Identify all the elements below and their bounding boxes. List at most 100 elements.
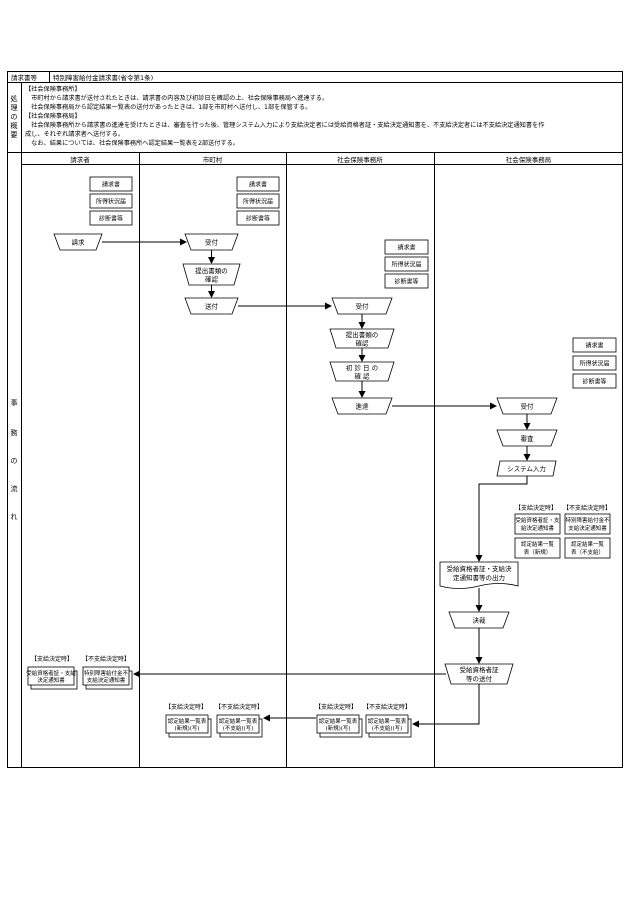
lane-divider bbox=[139, 152, 140, 768]
doc-stack-bureau: 請求書 所得状況届 診断書等 bbox=[572, 337, 617, 389]
form-frame bbox=[7, 71, 623, 768]
doc-label: (新規)(写) bbox=[174, 724, 199, 732]
doc-label: 認定結果一覧表 bbox=[368, 717, 407, 725]
doc-label: 認定結果一覧表 bbox=[219, 717, 258, 725]
label-grant-claimant: 【支給決定時】 bbox=[31, 655, 73, 663]
doc-label: 請求書 bbox=[102, 181, 120, 189]
step-label: 等の送付 bbox=[466, 674, 493, 683]
header-col-divider bbox=[49, 71, 50, 82]
header-label: 請求書等 bbox=[11, 74, 37, 82]
doc-claimant-certificate: 受給資格者証・支給 決定通知書 bbox=[26, 666, 78, 690]
doc-label: 特別障害給付金不 bbox=[565, 516, 610, 524]
step-municipality-check: 提出書類の 確認 bbox=[182, 263, 241, 286]
doc-label: 認定結果一覧表 bbox=[319, 717, 358, 725]
step-label: 請求 bbox=[72, 238, 86, 247]
document-request-form: 請求書 bbox=[572, 337, 617, 353]
step-label: 提出書類の bbox=[346, 330, 379, 339]
step-bureau-system-input: システム入力 bbox=[496, 460, 557, 477]
doc-nongrant-notice: 特別障害給付金不 支給決定通知書 bbox=[564, 513, 611, 535]
header-divider bbox=[7, 82, 623, 83]
document-medical-certificate: 診断書等 bbox=[236, 210, 280, 226]
document-medical-certificate: 診断書等 bbox=[89, 210, 133, 226]
doc-municipality-list-new: 認定結果一覧表 (新規)(写) bbox=[165, 714, 212, 738]
step-label: 提出書類の bbox=[195, 266, 228, 275]
lane-divider bbox=[286, 152, 287, 768]
doc-label: 請求書 bbox=[397, 244, 415, 252]
step-office-forward: 進達 bbox=[331, 397, 393, 415]
document-income-report: 所得状況届 bbox=[236, 193, 280, 209]
step-label: 受付 bbox=[205, 238, 219, 247]
step-municipality-send: 送付 bbox=[184, 297, 239, 315]
doc-label: 受給資格者証・支 bbox=[515, 516, 560, 524]
doc-office-list-new: 認定結果一覧表 (新規)(写) bbox=[316, 714, 363, 738]
lane-title-social-insurance-office: 社会保険事務所 bbox=[337, 156, 383, 164]
step-office-receive: 受付 bbox=[331, 297, 393, 315]
step-label: 決裁 bbox=[473, 616, 487, 625]
step-office-first-visit-check: 初 診 日 の 確 認 bbox=[329, 361, 395, 382]
lane-title-claimant: 請求者 bbox=[70, 156, 90, 164]
label-grant-bureau: 【支給決定時】 bbox=[515, 504, 557, 512]
doc-label: 支給決定通知書 bbox=[568, 524, 607, 532]
step-office-check: 提出書類の 確認 bbox=[329, 328, 395, 349]
doc-label: (新規)(写) bbox=[325, 724, 350, 732]
doc-label: 請求書 bbox=[585, 342, 603, 350]
flow-label-char: 流 bbox=[10, 485, 18, 493]
doc-result-list-nongrant: 認定結果一覧 表（不支給） bbox=[564, 537, 611, 559]
label-nongrant-municipality: 【不支給決定時】 bbox=[215, 703, 263, 711]
step-bureau-approval: 決裁 bbox=[448, 611, 510, 629]
doc-label: 受給資格者証・支給 bbox=[26, 669, 76, 677]
step-bureau-receive: 受付 bbox=[496, 397, 558, 415]
overview-label-char: 概 bbox=[10, 122, 18, 130]
document-request-form: 請求書 bbox=[89, 176, 133, 192]
connectors bbox=[102, 238, 531, 728]
doc-label: 請求書 bbox=[249, 181, 267, 189]
doc-label: 特別障害給付金不 bbox=[84, 669, 129, 677]
doc-label: 診断書等 bbox=[394, 278, 418, 286]
document-income-report: 所得状況届 bbox=[384, 256, 429, 272]
label-grant-municipality: 【支給決定時】 bbox=[165, 703, 207, 711]
overview-line: 社会保険事務所から請求書の進達を受けたときは、審査を行った後、管理システム入力に… bbox=[25, 122, 545, 129]
document-medical-certificate: 診断書等 bbox=[572, 373, 617, 389]
doc-result-list-new: 認定結果一覧 表（新規） bbox=[514, 537, 561, 559]
step-label: 受給資格者証・支給決 bbox=[447, 564, 513, 573]
overview-label-char: 理 bbox=[10, 104, 18, 112]
lane-title-social-insurance-bureau: 社会保険事務局 bbox=[505, 156, 552, 164]
overview-label-char: 処 bbox=[10, 95, 18, 103]
step-label: 審査 bbox=[521, 434, 535, 443]
step-bureau-review: 審査 bbox=[496, 429, 558, 447]
flow-label-char: 事 bbox=[10, 399, 18, 407]
overview-line: 市町村から請求書が送付されたときは、請求書の内容及び初診日を確認の上、社会保険事… bbox=[25, 95, 329, 102]
lane-header-divider bbox=[21, 164, 623, 165]
overview-line: 【社会保険事務局】 bbox=[25, 113, 81, 120]
label-nongrant-claimant: 【不支給決定時】 bbox=[82, 655, 130, 663]
label-grant-office: 【支給決定時】 bbox=[315, 703, 357, 711]
doc-label: 所得状況届 bbox=[96, 198, 126, 206]
document-request-form: 請求書 bbox=[384, 239, 429, 255]
doc-label: 診断書等 bbox=[99, 215, 123, 223]
step-request: 請求 bbox=[53, 233, 103, 251]
step-label: 進達 bbox=[356, 402, 370, 411]
step-label: 確認 bbox=[205, 275, 219, 284]
doc-stack-office: 請求書 所得状況届 診断書等 bbox=[384, 239, 429, 289]
document-income-report: 所得状況届 bbox=[572, 355, 617, 371]
step-label: システム入力 bbox=[507, 464, 546, 473]
step-label: 受付 bbox=[521, 402, 535, 411]
label-nongrant-office: 【不支給決定時】 bbox=[363, 703, 411, 711]
doc-label: (不支給)(写) bbox=[372, 724, 403, 732]
doc-label: 表（不支給） bbox=[571, 548, 604, 556]
doc-office-list-nongrant: 認定結果一覧表 (不支給)(写) bbox=[365, 714, 412, 738]
arrow bbox=[475, 476, 528, 562]
doc-stack-municipality: 請求書 所得状況届 診断書等 bbox=[236, 176, 280, 226]
overview-line: 成し、それぞれ請求者へ送付する。 bbox=[25, 131, 124, 138]
document-request-form: 請求書 bbox=[236, 176, 280, 192]
header-title: 特別障害給付金請求書(省令第1条) bbox=[53, 74, 154, 82]
doc-label: 表（新規） bbox=[524, 548, 552, 556]
step-label: 初 診 日 の bbox=[346, 363, 378, 372]
step-label: 受給資格者証 bbox=[460, 665, 500, 674]
doc-label: 診断書等 bbox=[246, 215, 270, 223]
doc-label: 認定結果一覧 bbox=[571, 540, 605, 548]
overview-line: なお、結果については、社会保険事務所へ認定結果一覧表を2部送付する。 bbox=[25, 140, 239, 147]
step-label: 定通知書等の出力 bbox=[453, 573, 505, 582]
doc-label: 決定通知書 bbox=[37, 676, 65, 684]
overview-label-char: の bbox=[10, 113, 18, 121]
